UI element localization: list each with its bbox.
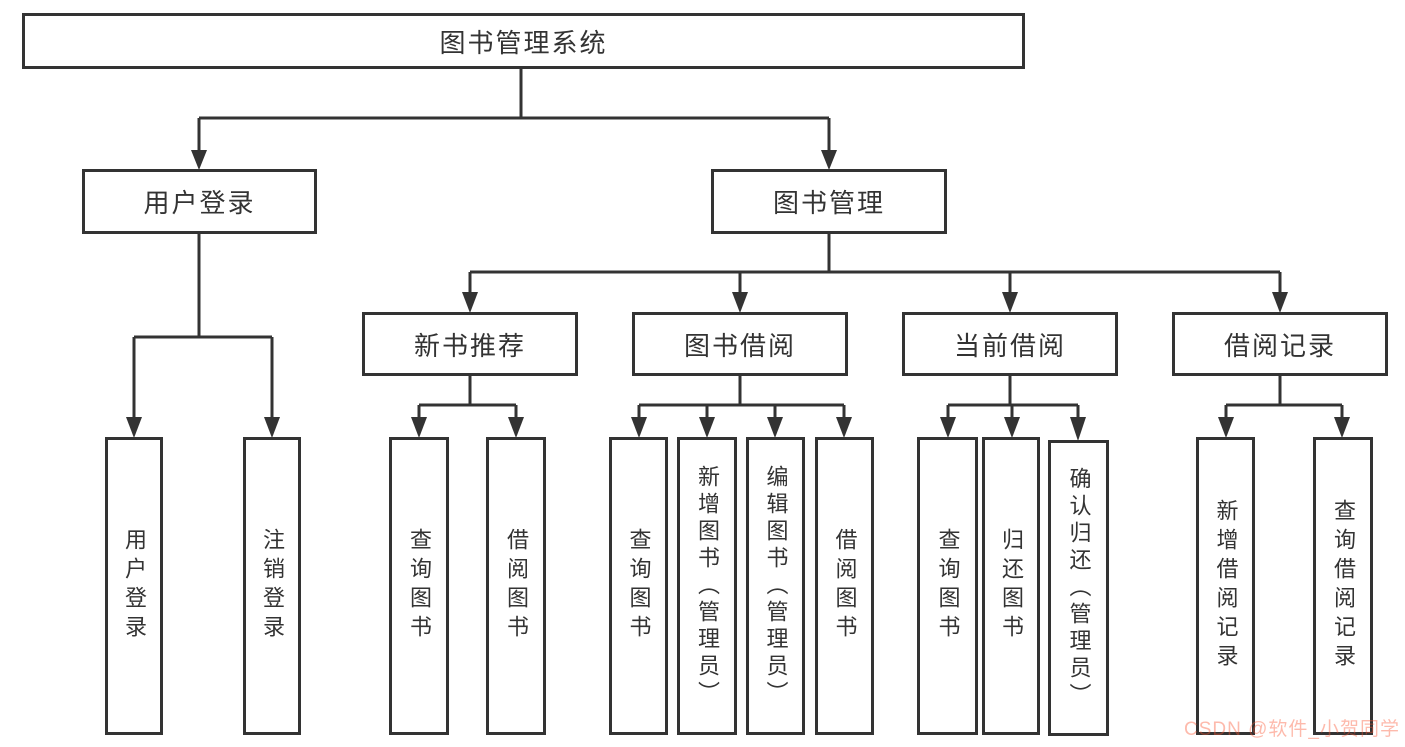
node-book-borrowing: 图书借阅	[632, 312, 848, 376]
connector-userlogin-to-leaves	[132, 234, 274, 419]
node-current-borrowing: 当前借阅	[902, 312, 1118, 376]
leaf-query-books: 查询图书	[917, 437, 978, 735]
leaf-borrow-books: 借阅图书	[815, 437, 874, 735]
connector-newrec-to-leaves	[417, 376, 518, 419]
leaf-user-login: 用户登录	[105, 437, 163, 735]
leaf-logout: 注销登录	[243, 437, 301, 735]
leaf-query-books: 查询图书	[389, 437, 449, 735]
connector-borrowing-to-leaves	[637, 376, 846, 419]
node-library-management-system: 图书管理系统	[22, 13, 1025, 69]
leaf-edit-books-admin: 编辑图书（管理员）	[746, 437, 805, 735]
leaf-add-books-admin: 新增图书（管理员）	[677, 437, 737, 735]
connector-root-to-level2	[197, 69, 831, 152]
leaf-query-books: 查询图书	[609, 437, 668, 735]
leaf-add-borrowing-record: 新增借阅记录	[1196, 437, 1255, 735]
leaf-confirm-return-admin: 确认归还（管理员）	[1048, 440, 1109, 736]
node-new-book-recommendation: 新书推荐	[362, 312, 578, 376]
connector-bookmgmt-to-level3	[468, 234, 1282, 294]
node-borrowing-records: 借阅记录	[1172, 312, 1388, 376]
connector-current-to-leaves	[946, 376, 1080, 419]
connector-records-to-leaves	[1224, 376, 1344, 419]
leaf-borrow-books: 借阅图书	[486, 437, 546, 735]
csdn-watermark: CSDN @软件_小贺同学	[1184, 719, 1400, 740]
leaf-return-books: 归还图书	[982, 437, 1040, 735]
leaf-query-borrowing-record: 查询借阅记录	[1313, 437, 1373, 735]
node-book-management: 图书管理	[711, 169, 947, 234]
node-user-login: 用户登录	[82, 169, 317, 234]
